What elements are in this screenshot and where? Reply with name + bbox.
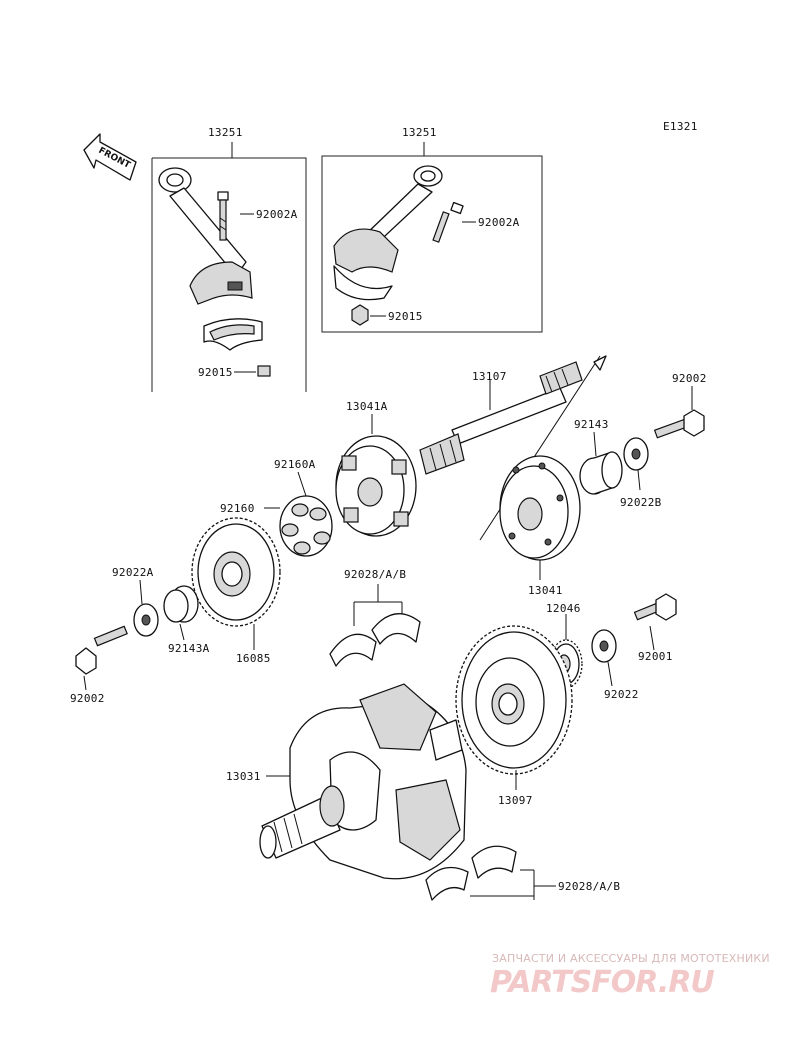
label-rod-left: 13251 <box>208 126 243 139</box>
label-washer-mid-right: 92022 <box>604 688 639 701</box>
label-bolt-right: 92002A <box>478 216 520 229</box>
label-rod-right: 13251 <box>402 126 437 139</box>
label-coupling-a: 13041A <box>346 400 388 413</box>
washer-92022 <box>591 629 617 687</box>
collar-92143 <box>579 431 623 495</box>
label-damper-a: 92160A <box>274 458 316 471</box>
connecting-rod-left <box>158 167 253 305</box>
washer-92022b <box>623 437 649 491</box>
gear-13097 <box>455 625 573 790</box>
label-bearing-lower: 92028/A/B <box>558 880 620 893</box>
label-bearing-upper: 92028/A/B <box>344 568 406 581</box>
front-arrow-icon: FRONT <box>83 133 137 181</box>
bolt-92002-right <box>653 386 705 439</box>
damper-92160 <box>264 471 333 557</box>
label-washer-left: 92022A <box>112 566 154 579</box>
washer-92022a <box>133 579 159 637</box>
rod-bolt-right <box>432 201 464 243</box>
rod-bolt-left <box>217 191 229 241</box>
connecting-rod-right <box>333 165 443 301</box>
label-washer-top: 92022B <box>620 496 662 509</box>
label-nut-right: 92015 <box>388 310 423 323</box>
sprocket-16085 <box>191 517 281 650</box>
bearing-inserts-upper <box>329 584 421 667</box>
label-damper: 92160 <box>220 502 255 515</box>
diagram-code: E1321 <box>663 120 698 133</box>
label-bolt-left: 92002A <box>256 208 298 221</box>
coupling-13041a <box>335 414 417 537</box>
connecting-rod-left-group <box>151 142 307 392</box>
rod-nut-left <box>257 365 271 377</box>
bolt-92001 <box>633 593 677 651</box>
label-collar-left: 92143A <box>168 642 210 655</box>
bearing-inserts-lower <box>425 845 556 901</box>
watermark: ЗАПЧАСТИ И АКСЕССУАРЫ ДЛЯ МОТОТЕХНИКИ PA… <box>490 952 770 1000</box>
label-bolt-mid-right: 92001 <box>638 650 673 663</box>
label-crankshaft: 13031 <box>226 770 261 783</box>
label-nut-left: 92015 <box>198 366 233 379</box>
label-collar-top: 92143 <box>574 418 609 431</box>
watermark-brand: PARTSFOR.RU <box>490 965 714 1000</box>
crankshaft-13031 <box>259 683 467 880</box>
watermark-tagline: ЗАПЧАСТИ И АКСЕССУАРЫ ДЛЯ МОТОТЕХНИКИ <box>492 952 770 965</box>
connecting-rod-right-group <box>321 142 543 333</box>
label-bolt-left-bottom: 92002 <box>70 692 105 705</box>
label-gear-large: 13097 <box>498 794 533 807</box>
bolt-92002-left <box>75 625 128 691</box>
label-gear-small: 12046 <box>546 602 581 615</box>
label-sprocket: 16085 <box>236 652 271 665</box>
collar-92143a <box>163 585 199 641</box>
rod-nut-right <box>351 304 369 326</box>
label-coupling: 13041 <box>528 584 563 597</box>
coupling-13041 <box>499 455 581 580</box>
label-shaft: 13107 <box>472 370 507 383</box>
label-bolt-top-right: 92002 <box>672 372 707 385</box>
